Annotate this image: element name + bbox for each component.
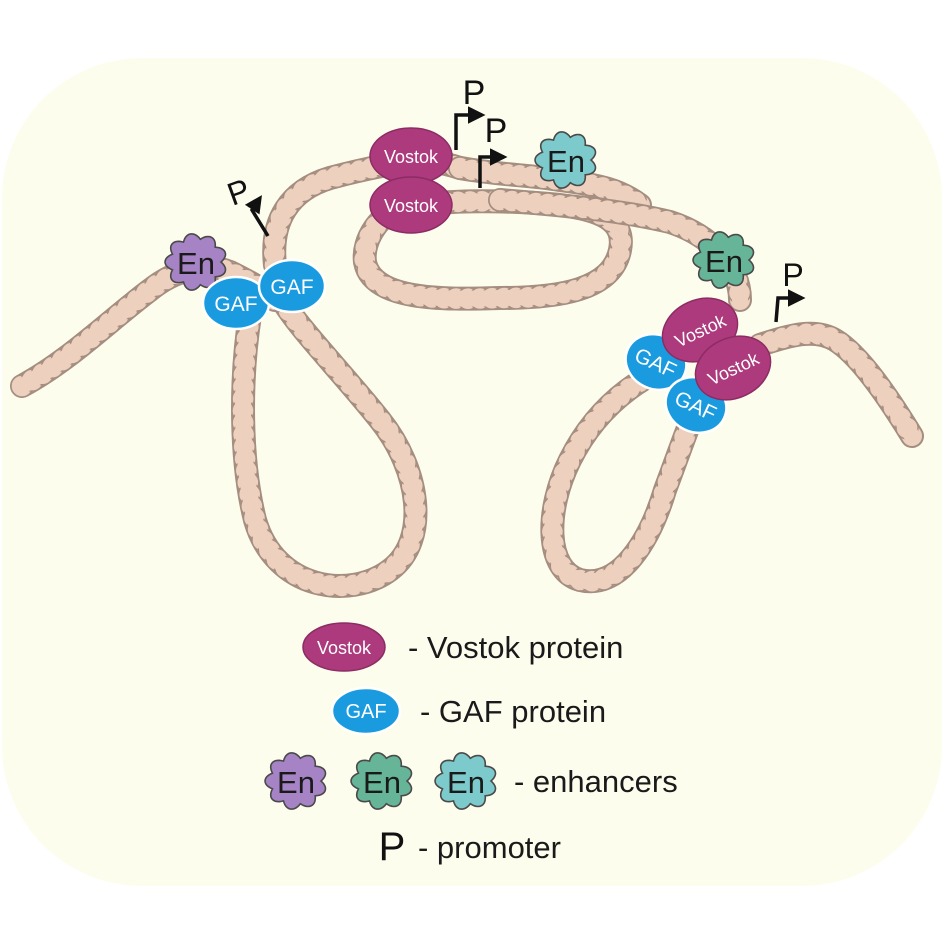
enhancer-green: En bbox=[692, 231, 755, 289]
promoter-label: P bbox=[782, 257, 803, 293]
enhancer-label: En bbox=[277, 765, 315, 800]
enhancer-cloud-shape bbox=[434, 752, 497, 810]
enhancer-purple: En bbox=[164, 233, 227, 291]
enhancer-cloud-shape bbox=[350, 752, 413, 810]
gaf-label: GAF bbox=[270, 276, 313, 299]
legend-vostok-text: - Vostok protein bbox=[408, 630, 623, 665]
enhancer-cloud-shape bbox=[692, 231, 755, 289]
legend-gaf-text: - GAF protein bbox=[420, 694, 606, 729]
promoter-top-1: P bbox=[454, 74, 486, 150]
vostok-protein-top-1: Vostok bbox=[369, 127, 453, 185]
legend: Vostok - Vostok protein GAF - GAF protei… bbox=[264, 622, 678, 869]
legend-enhancer-teal: En bbox=[434, 752, 497, 810]
fiber-core bbox=[752, 325, 920, 444]
vostok-protein-right-2: Vostok bbox=[694, 335, 772, 401]
enhancer-label: En bbox=[705, 244, 743, 279]
enhancer-label: En bbox=[177, 246, 215, 281]
promoter-label: P bbox=[485, 112, 508, 150]
legend-row-vostok: Vostok - Vostok protein bbox=[302, 622, 623, 672]
promoter-label: P bbox=[463, 74, 486, 112]
vostok-protein-top-2: Vostok bbox=[369, 176, 453, 234]
legend-vostok-swatch bbox=[302, 622, 386, 672]
enhancer-cloud-shape bbox=[534, 131, 597, 189]
enhancer-label: En bbox=[447, 765, 485, 800]
legend-row-gaf: GAF - GAF protein bbox=[330, 686, 606, 736]
promoter-top-2: P bbox=[478, 112, 508, 188]
promoter-right: P bbox=[774, 257, 806, 323]
gaf-protein-left-2: GAF bbox=[257, 258, 327, 314]
legend-enhancer-purple: En bbox=[264, 752, 327, 810]
legend-row-enhancers: En En En - enhancers bbox=[264, 752, 678, 810]
vostok-label: Vostok bbox=[384, 147, 439, 167]
legend-promoter-text: - promoter bbox=[418, 830, 561, 865]
enhancer-label: En bbox=[363, 765, 401, 800]
legend-enhancer-green: En bbox=[350, 752, 413, 810]
fiber-core bbox=[544, 362, 708, 590]
fiber-core bbox=[235, 292, 424, 594]
enhancer-cloud-shape bbox=[264, 752, 327, 810]
legend-promoter-symbol: P bbox=[379, 825, 406, 869]
enhancer-teal: En bbox=[534, 131, 597, 189]
legend-enhancers-text: - enhancers bbox=[514, 764, 678, 799]
legend-vostok-swatch-label: Vostok bbox=[317, 638, 372, 658]
legend-row-promoter: P - promoter bbox=[379, 825, 561, 869]
gaf-label: GAF bbox=[214, 293, 257, 316]
enhancer-label: En bbox=[547, 144, 585, 179]
vostok-label: Vostok bbox=[384, 196, 439, 216]
legend-gaf-swatch-label: GAF bbox=[345, 701, 386, 723]
legend-gaf-swatch bbox=[330, 686, 402, 736]
